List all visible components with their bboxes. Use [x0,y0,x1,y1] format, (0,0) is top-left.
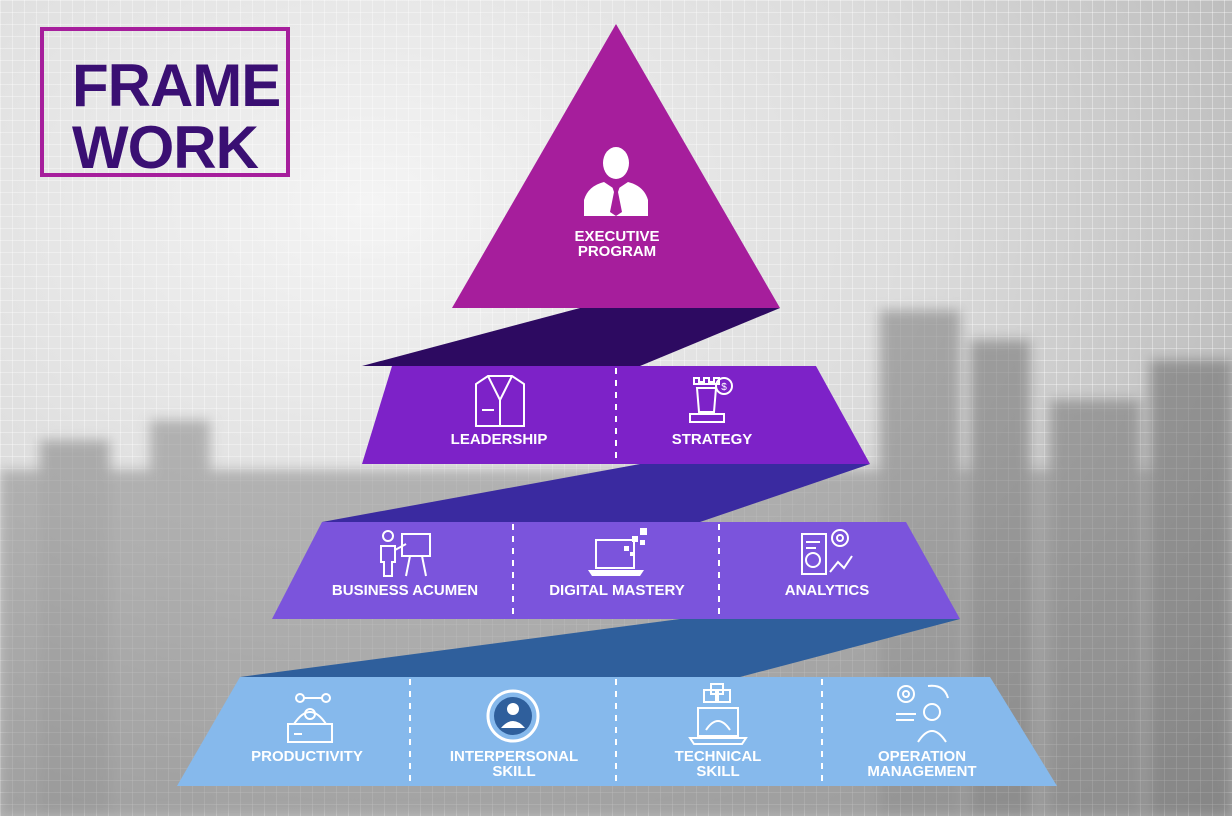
svg-text:$: $ [721,382,727,393]
person-circle-icon [488,691,538,741]
technical-skill-line1: TECHNICAL [675,749,762,764]
operation-management-label: OPERATION MANAGEMENT [867,749,976,779]
executive-program-line1: EXECUTIVE [574,229,659,244]
connector-band-1 [362,308,780,366]
analytics-label: ANALYTICS [785,583,869,598]
digital-mastery-label: DIGITAL MASTERY [549,583,685,598]
interpersonal-skill-line2: SKILL [450,764,578,779]
productivity-label: PRODUCTIVITY [251,749,363,764]
technical-skill-label: TECHNICAL SKILL [675,749,762,779]
leadership-label: LEADERSHIP [451,432,548,447]
business-acumen-label: BUSINESS ACUMEN [332,583,478,598]
connector-band-2 [322,464,870,522]
executive-program-line2: PROGRAM [574,244,659,259]
operation-management-line2: MANAGEMENT [867,764,976,779]
operation-management-line1: OPERATION [867,749,976,764]
technical-skill-line2: SKILL [675,764,762,779]
interpersonal-skill-label: INTERPERSONAL SKILL [450,749,578,779]
interpersonal-skill-line1: INTERPERSONAL [450,749,578,764]
executive-program-label: EXECUTIVE PROGRAM [574,229,659,259]
connector-band-3 [240,619,960,677]
strategy-label: STRATEGY [672,432,753,447]
